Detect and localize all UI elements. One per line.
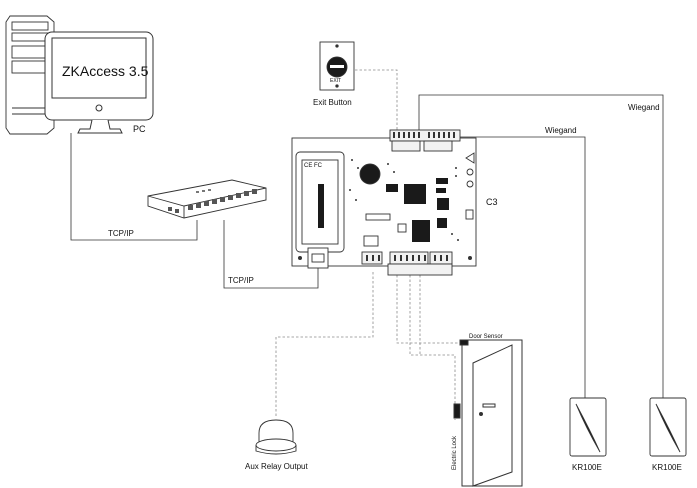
pc-label: PC <box>133 124 146 134</box>
aux-relay-output-label: Aux Relay Output <box>245 462 308 471</box>
reader-right-label: KR100E <box>652 463 682 472</box>
network-switch <box>147 179 267 219</box>
pc-to-switch-line <box>70 133 198 241</box>
electric-lock-line <box>409 275 456 420</box>
controller-label: C3 <box>486 197 498 207</box>
door-sensor-line <box>396 275 462 344</box>
exit-button-label: Exit Button <box>313 98 352 107</box>
dashed-lines <box>275 69 462 420</box>
board-cpu <box>404 184 426 204</box>
door-sensor-block <box>459 339 469 346</box>
door <box>453 339 523 487</box>
pc-tower <box>5 15 55 135</box>
door-sensor-label: Door Sensor <box>469 334 503 340</box>
monitor-power-light <box>95 104 103 112</box>
aux-relay-beacon <box>255 419 297 455</box>
monitor-screen-text: ZKAccess 3.5 <box>62 63 149 79</box>
monitor-screen <box>51 37 147 99</box>
monitor-stand <box>77 119 123 134</box>
door-handle <box>482 403 496 408</box>
board-cert-label: CE FC <box>304 163 322 169</box>
switch-to-controller-line <box>223 220 319 289</box>
tcp-ip-lower-label: TCP/IP <box>228 276 254 285</box>
exit-button-face-label: EXIT <box>330 78 342 84</box>
monitor <box>44 31 154 134</box>
switch-ports <box>168 189 257 213</box>
reader-left <box>569 397 607 457</box>
wiegand-outer-line <box>418 94 664 398</box>
wiegand-inner-label: Wiegand <box>545 126 577 135</box>
reader-right <box>649 397 687 457</box>
exit-button-line <box>355 69 398 132</box>
wiegand-outer-label: Wiegand <box>628 103 660 112</box>
board-buzzer <box>359 163 381 185</box>
electric-lock-label: Electric Lock <box>452 435 458 470</box>
exit-button <box>319 41 355 91</box>
controller-board <box>291 129 477 276</box>
tcp-ip-upper-label: TCP/IP <box>108 229 134 238</box>
reader-left-label: KR100E <box>572 463 602 472</box>
board-label-strip <box>318 184 324 228</box>
aux-relay-line <box>275 272 374 418</box>
electric-lock-block <box>453 403 461 419</box>
top-terminals <box>389 129 461 152</box>
door-panel <box>472 344 513 487</box>
